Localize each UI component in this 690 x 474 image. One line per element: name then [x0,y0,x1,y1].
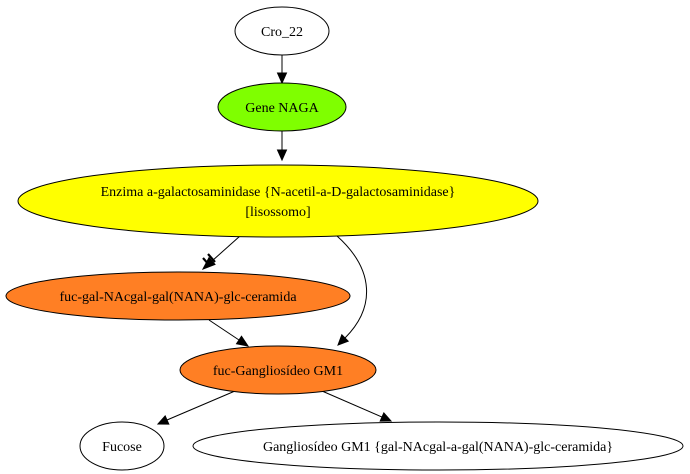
node-label: fuc-gal-NAcgal-gal(NANA)-glc-ceramida [59,290,297,305]
node-label: fuc-Gangliosídeo GM1 [213,364,343,379]
node-ellipse [79,421,165,471]
node-label: [lisossomo] [245,205,310,220]
node-ellipse [179,345,377,395]
edge-line [208,319,240,341]
node-ellipse [234,6,330,56]
arrowhead-icon [156,414,170,425]
edge-line [166,390,236,421]
edge-enzyme-to-gm1fuc [336,235,367,346]
arrowhead-icon [276,149,288,162]
edge-gene-to-enzyme [276,131,288,162]
node-fucose: Fucose [79,421,165,471]
node-ellipse [17,164,539,238]
edges-layer [156,55,393,425]
node-label: Enzima a-galactosaminidase {N-acetil-a-D… [101,185,456,200]
arrowhead-icon [379,411,393,422]
arrowhead-icon [235,335,250,347]
edge-line [211,235,241,262]
arrowhead-icon [337,333,350,346]
edge-enzyme-to-substrate [201,235,241,270]
arrowhead-icon [276,72,288,85]
blocked-marker-icon [207,253,216,263]
edge-substrate-to-gm1fuc [208,319,250,347]
node-gene: Gene NAGA [217,82,347,132]
edge-gm1fuc-to-gm1 [321,390,393,422]
node-label: Gene NAGA [245,101,319,116]
node-label: Fucose [102,440,142,455]
node-ellipse [217,82,347,132]
edge-line [321,390,383,418]
blocked-marker-icon [202,257,211,267]
edge-gm1fuc-to-fucose [156,390,236,425]
edge-line [336,235,367,339]
node-gm1fuc: fuc-Gangliosídeo GM1 [179,345,377,395]
node-label: Gangliosídeo GM1 {gal-NAcgal-a-gal(NANA)… [263,440,613,455]
edge-cro22-to-gene [276,55,288,85]
node-label: Cro_22 [261,25,303,40]
node-ellipse [5,271,351,321]
node-ellipse [192,421,684,471]
node-cro22: Cro_22 [234,6,330,56]
node-enzyme: Enzima a-galactosaminidase {N-acetil-a-D… [17,164,539,238]
node-substrate: fuc-gal-NAcgal-gal(NANA)-glc-ceramida [5,271,351,321]
node-gm1: Gangliosídeo GM1 {gal-NAcgal-a-gal(NANA)… [192,421,684,471]
